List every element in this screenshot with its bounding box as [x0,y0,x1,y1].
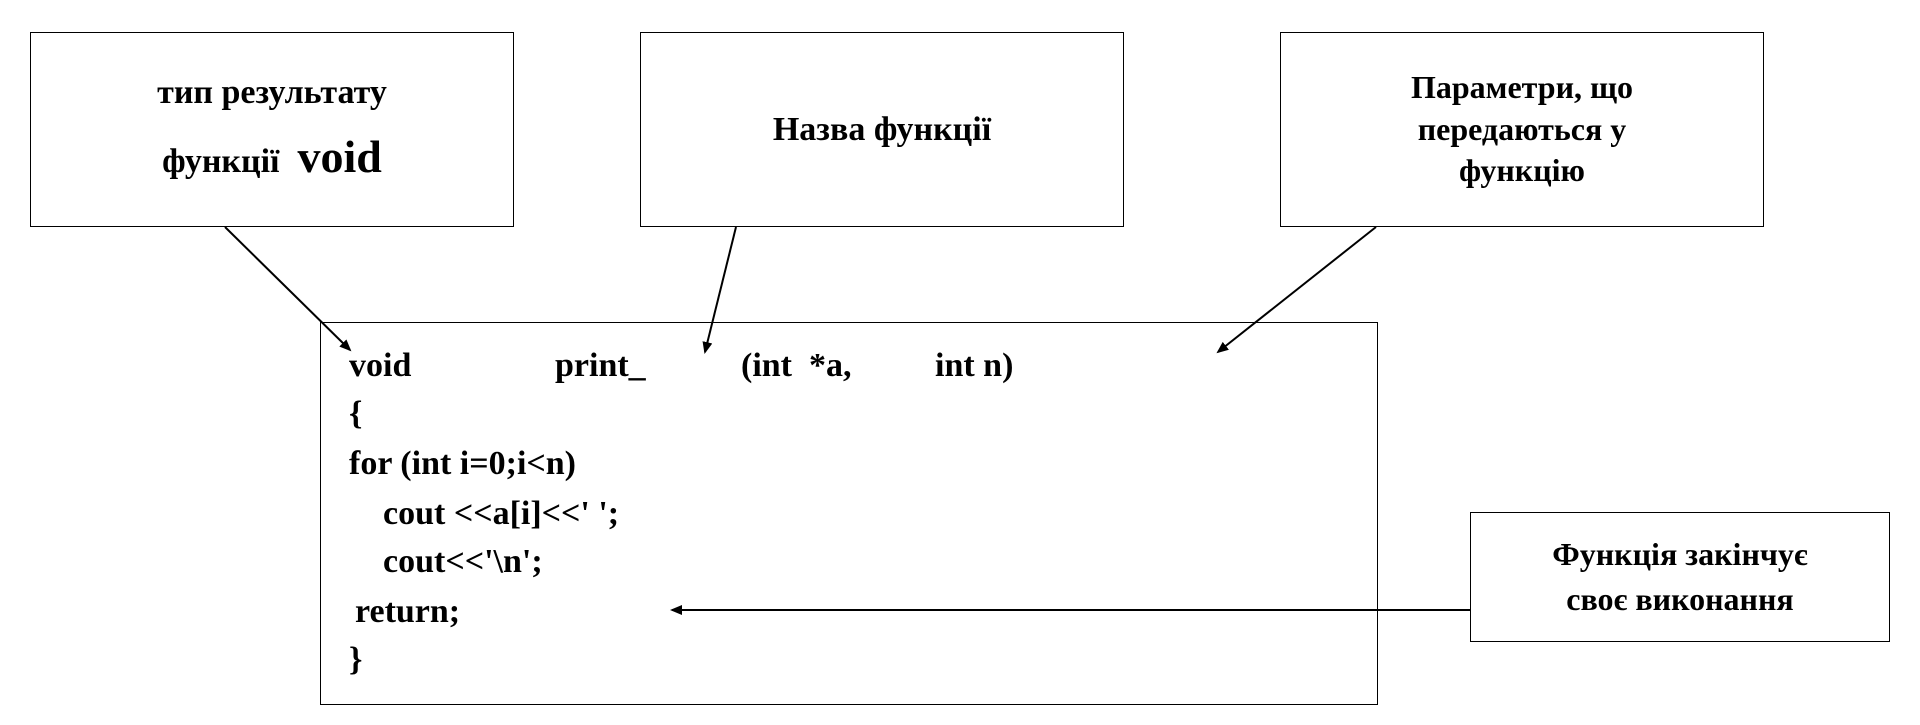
code-return-line: return; [355,593,461,630]
return-note-line2: своє виконання [1566,581,1794,617]
return-type-line2: функції void [162,120,382,194]
code-for-line: for (int i=0;i<n) [349,445,576,482]
return-note-callout: Функція закінчує своє виконання [1470,512,1890,642]
parameters-line3: функцію [1459,152,1585,189]
function-name-label: Назва функції [772,110,992,148]
function-name-callout: Назва функції [640,32,1124,227]
return-type-keyword: void [297,130,382,182]
return-type-callout: тип результату функції void [30,32,514,227]
code-cout-1: cout <<a[i]<<' '; [383,495,620,532]
return-type-line1: тип результату [157,73,387,111]
parameters-callout: Параметри, що передаються у функцію [1280,32,1764,227]
code-decl-param2: int n) [935,347,1014,384]
parameters-line2: передаються у [1417,110,1627,147]
code-decl-type: void [349,347,412,384]
return-note-line1: Функція закінчує [1552,536,1808,573]
parameters-line1: Параметри, що [1410,69,1634,106]
code-open-brace: { [349,395,363,432]
return-type-prefix: функції [162,142,280,180]
code-box: void print_ (int *a, int n) { for (int i… [320,322,1378,705]
code-decl-param1: (int *a, [741,347,852,384]
code-decl-name: print_ [555,347,646,384]
code-close-brace: } [349,641,363,678]
code-cout-2: cout<<'\n'; [383,543,543,580]
